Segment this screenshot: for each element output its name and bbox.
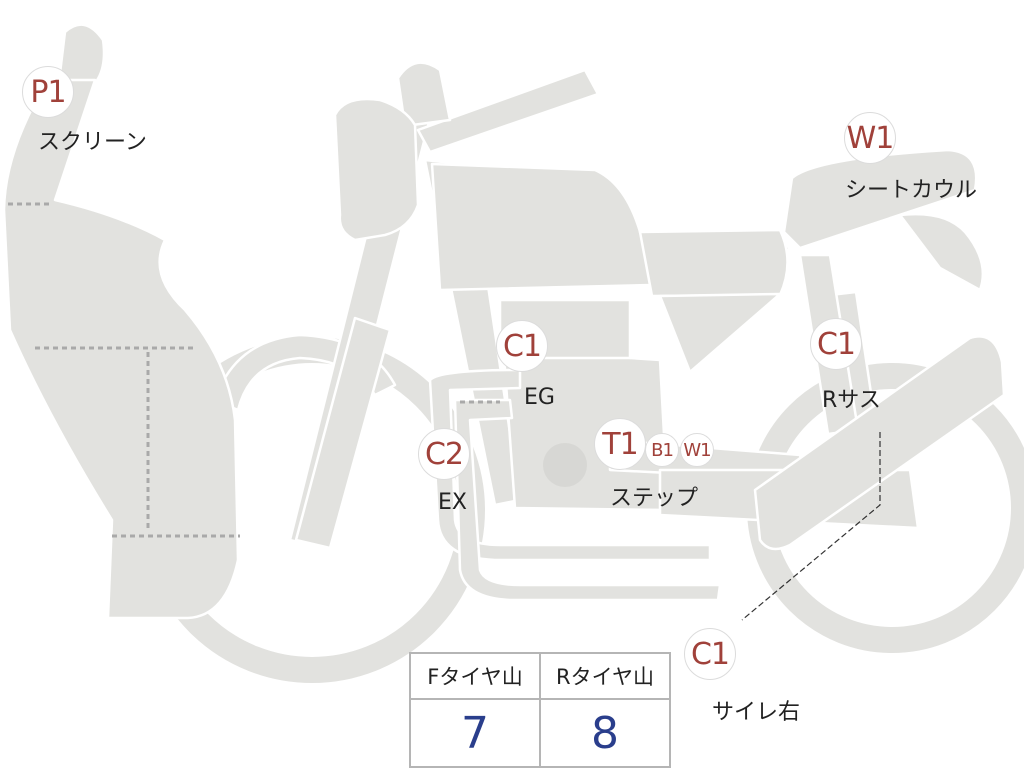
marker-step-t: T1 [594,418,646,470]
headlight [333,97,420,242]
label-silencer-right: サイレ右 [712,700,801,725]
marker-silencer-right: C1 [684,628,736,680]
side-cover [658,292,782,374]
headlight-stay [396,61,452,128]
fuel-tank [430,162,652,292]
exhaust-pipe-lower [453,398,722,602]
seat-cowl [782,148,978,250]
marker-step-b: B1 [645,433,679,467]
front-tread-header: Fタイヤ山 [409,652,541,700]
tire-tread-table: Fタイヤ山 Rタイヤ山 7 8 [409,652,671,768]
marker-screen: P1 [22,66,74,118]
marker-step-w: W1 [680,433,714,467]
marker-engine: C1 [496,320,548,372]
label-step: ステップ [610,486,699,511]
rear-tread-header: Rタイヤ山 [539,652,671,700]
seat [638,228,789,298]
label-engine: EG [524,385,555,410]
label-rear-suspension: Rサス [822,388,881,413]
tail-light [898,212,985,292]
marker-seat-cowl: W1 [844,112,896,164]
label-seat-cowl: シートカウル [845,178,978,203]
fork-lower [294,316,392,550]
front-tread-value: 7 [409,698,541,768]
silencer-leader-line [741,432,881,621]
label-screen: スクリーン [38,130,147,155]
handlebar [416,68,600,154]
rear-tread-value: 8 [539,698,671,768]
engine-cover [543,443,587,487]
marker-rear-suspension: C1 [810,318,862,370]
label-exhaust: EX [438,490,467,515]
marker-exhaust: C2 [418,428,470,480]
